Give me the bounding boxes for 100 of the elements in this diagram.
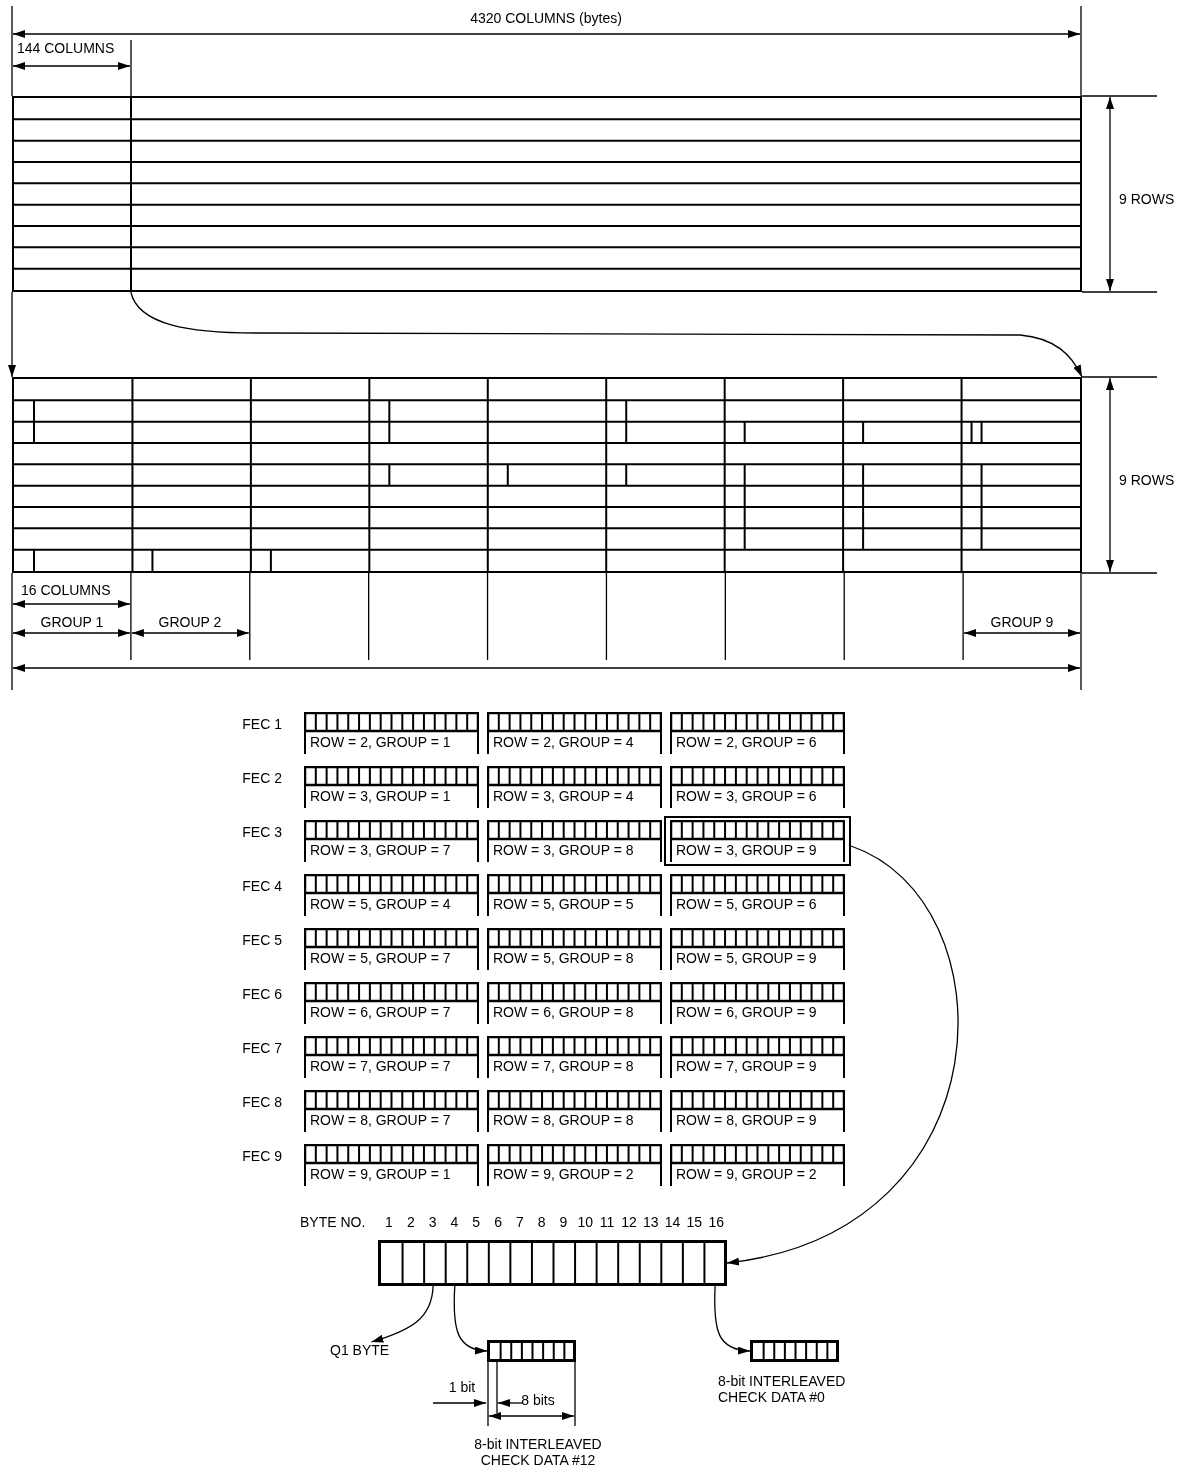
byte-block — [487, 712, 662, 754]
byte-block — [304, 1144, 479, 1186]
byte-number: 15 — [686, 1214, 703, 1230]
row-label: FEC 1 — [242, 716, 282, 732]
byte-number: 10 — [577, 1214, 594, 1230]
row-label: FEC 3 — [242, 824, 282, 840]
block-label: ROW = 9, GROUP = 2 — [676, 1166, 817, 1182]
row-label: FEC 4 — [242, 878, 282, 894]
byte-number: 1 — [385, 1214, 393, 1230]
block-label: ROW = 9, GROUP = 1 — [310, 1166, 451, 1182]
curved-arrow — [726, 845, 959, 1265]
byte-number: 6 — [494, 1214, 502, 1230]
caption-text: 8-bit INTERLEAVED CHECK DATA #12 — [473, 1436, 603, 1467]
block-label: ROW = 2, GROUP = 1 — [310, 734, 451, 750]
block-label: ROW = 2, GROUP = 6 — [676, 734, 817, 750]
byte-number: 4 — [450, 1214, 459, 1230]
byte-block — [664, 816, 851, 866]
byte-block — [304, 820, 479, 862]
byte-block — [487, 982, 662, 1024]
dimension-label: 9 ROWS — [1119, 472, 1175, 488]
curved-arrow — [130, 291, 1083, 378]
byte-number: 8 — [537, 1214, 546, 1230]
byte-frame — [12, 96, 1082, 292]
row-label: FEC 2 — [242, 770, 282, 786]
byte-block — [670, 982, 845, 1024]
arrow — [8, 291, 16, 378]
byte-block — [487, 928, 662, 970]
block-label: ROW = 3, GROUP = 9 — [676, 842, 817, 858]
block-label: ROW = 5, GROUP = 8 — [493, 950, 634, 966]
block-label: ROW = 7, GROUP = 9 — [676, 1058, 817, 1074]
byte-block — [670, 712, 845, 754]
block-label: ROW = 7, GROUP = 8 — [493, 1058, 634, 1074]
bit-register — [487, 1340, 576, 1362]
byte-block — [304, 928, 479, 970]
byte-block — [487, 1090, 662, 1132]
block-label: ROW = 3, GROUP = 8 — [493, 842, 634, 858]
row-label: FEC 5 — [242, 932, 282, 948]
byte-number: 9 — [559, 1214, 568, 1230]
axis-label: BYTE NO. — [300, 1214, 366, 1230]
dimension-label: 16 COLUMNS — [21, 582, 111, 598]
dimension-label: GROUP 1 — [40, 614, 104, 630]
dimension-label: 4320 COLUMNS (bytes) — [470, 10, 622, 26]
row-label: FEC 9 — [242, 1148, 282, 1164]
curved-arrow — [370, 1285, 434, 1343]
byte-number: 7 — [516, 1214, 524, 1230]
byte-block — [670, 874, 845, 916]
curved-arrow — [453, 1285, 488, 1354]
byte-number: 14 — [664, 1214, 681, 1230]
byte-register — [378, 1240, 727, 1286]
row-label: FEC 8 — [242, 1094, 282, 1110]
block-label: ROW = 9, GROUP = 2 — [493, 1166, 634, 1182]
byte-number: 11 — [599, 1214, 615, 1230]
byte-block — [670, 1036, 845, 1078]
block-label: ROW = 5, GROUP = 9 — [676, 950, 817, 966]
dimension-label: 1 bit — [448, 1379, 476, 1395]
byte-block — [304, 874, 479, 916]
block-label: ROW = 8, GROUP = 9 — [676, 1112, 817, 1128]
grouped-byte-frame — [12, 377, 1082, 573]
block-label: ROW = 6, GROUP = 7 — [310, 1004, 451, 1020]
caption-text: 8-bit INTERLEAVED CHECK DATA #0 — [718, 1373, 847, 1405]
dimension-label: 8 bits — [521, 1392, 555, 1408]
byte-block — [304, 1036, 479, 1078]
byte-number: 3 — [428, 1214, 437, 1230]
block-label: ROW = 3, GROUP = 7 — [310, 842, 451, 858]
dimension-label: GROUP 2 — [158, 614, 222, 630]
bit-register — [750, 1340, 839, 1362]
byte-block — [304, 766, 479, 808]
row-label: FEC 6 — [242, 986, 282, 1002]
byte-number: 12 — [621, 1214, 637, 1230]
byte-number: 16 — [708, 1214, 724, 1230]
block-label: ROW = 2, GROUP = 4 — [493, 734, 634, 750]
byte-block — [304, 712, 479, 754]
byte-block — [670, 1144, 845, 1186]
callout-text: Q1 BYTE — [330, 1342, 390, 1358]
byte-block — [487, 1036, 662, 1078]
byte-number: 5 — [472, 1214, 481, 1230]
byte-block — [670, 766, 845, 808]
dimension-label: 144 COLUMNS — [17, 40, 115, 56]
byte-block — [487, 1144, 662, 1186]
block-label: ROW = 5, GROUP = 4 — [310, 896, 451, 912]
byte-block — [304, 1090, 479, 1132]
dimension-label: GROUP 9 — [990, 614, 1054, 630]
block-label: ROW = 8, GROUP = 7 — [310, 1112, 451, 1128]
byte-block — [487, 874, 662, 916]
block-label: ROW = 6, GROUP = 9 — [676, 1004, 817, 1020]
byte-block — [487, 766, 662, 808]
block-label: ROW = 3, GROUP = 4 — [493, 788, 634, 804]
block-label: ROW = 5, GROUP = 6 — [676, 896, 817, 912]
byte-block — [304, 982, 479, 1024]
block-label: ROW = 5, GROUP = 5 — [493, 896, 634, 912]
byte-number: 2 — [406, 1214, 415, 1230]
row-label: FEC 7 — [242, 1040, 282, 1056]
block-label: ROW = 6, GROUP = 8 — [493, 1004, 634, 1020]
block-label: ROW = 7, GROUP = 7 — [310, 1058, 451, 1074]
byte-block — [670, 1090, 845, 1132]
block-label: ROW = 3, GROUP = 1 — [310, 788, 451, 804]
byte-block — [487, 820, 662, 862]
byte-number: 13 — [642, 1214, 659, 1230]
block-label: ROW = 5, GROUP = 7 — [310, 950, 451, 966]
byte-block — [670, 928, 845, 970]
